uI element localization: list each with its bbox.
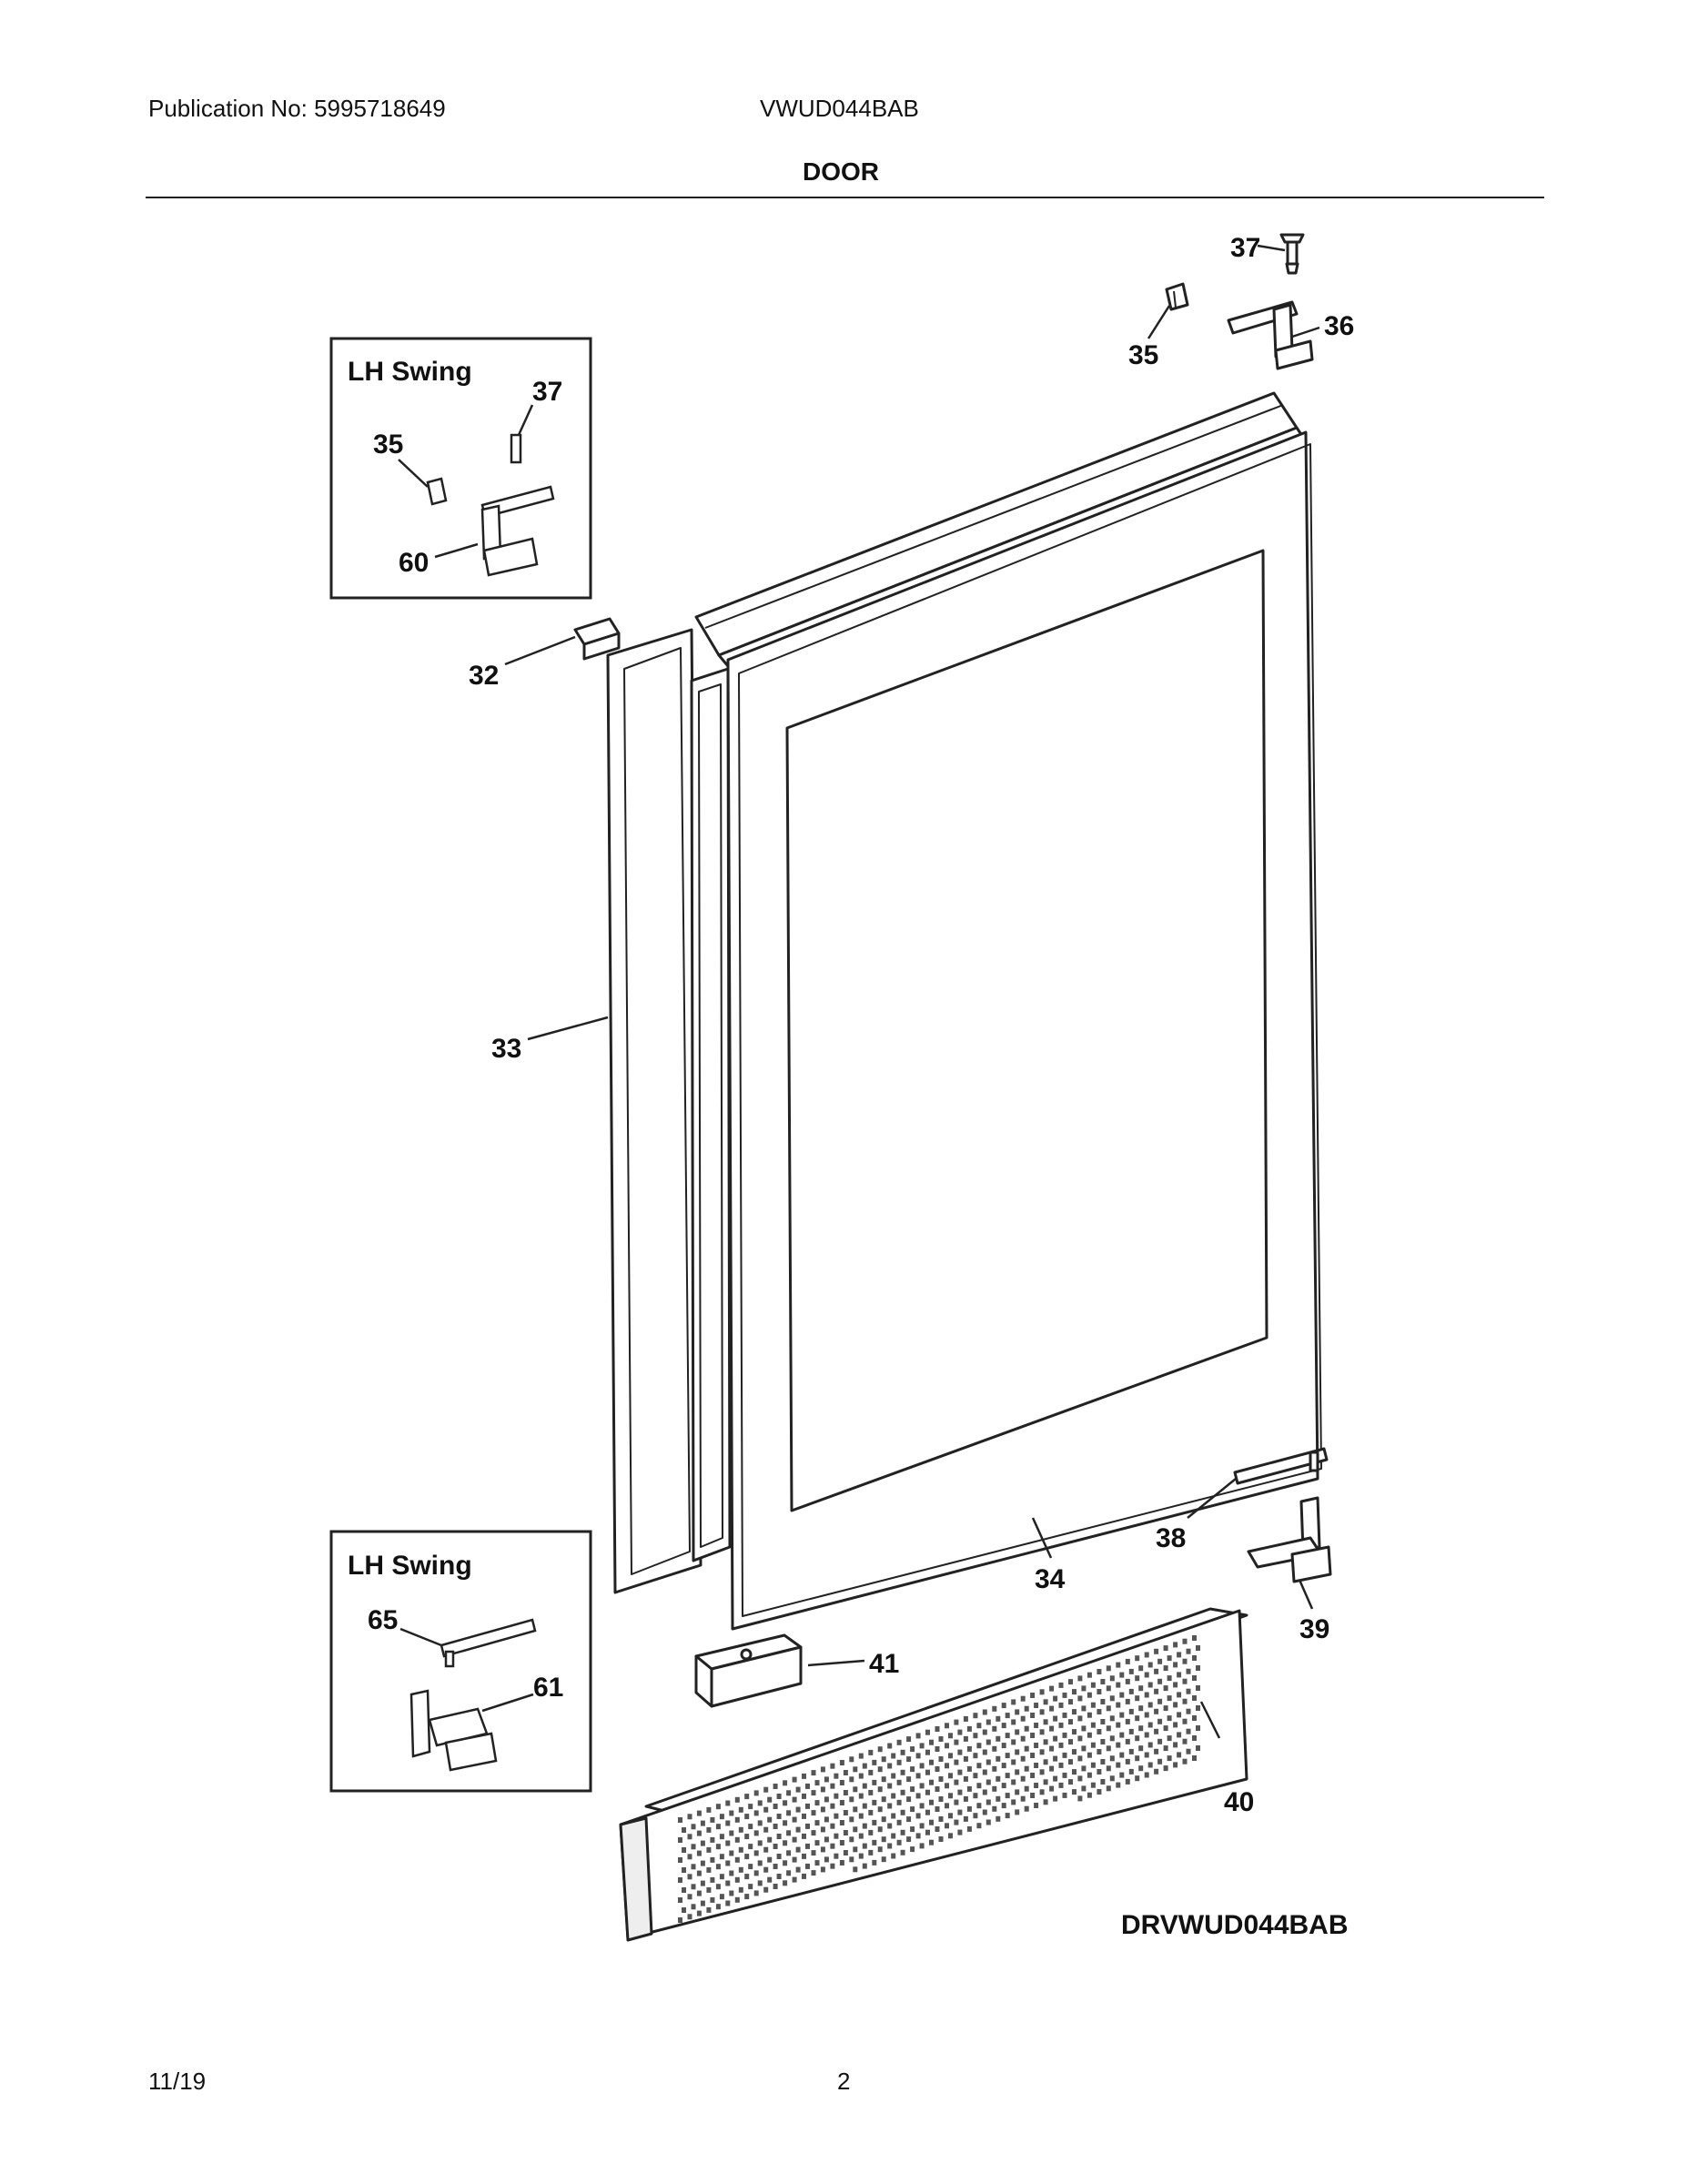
publication-number: Publication No: 5995718649	[148, 95, 446, 122]
callout-41: 41	[869, 1649, 899, 1679]
callout-35-inset: 35	[373, 430, 403, 460]
bottom-hinge-parts	[1233, 1447, 1332, 1583]
grille-pattern	[678, 1635, 1200, 1923]
callout-33: 33	[491, 1034, 521, 1064]
door-gasket-part	[606, 628, 702, 1594]
page-number: 2	[837, 2068, 851, 2095]
callout-32: 32	[469, 661, 499, 691]
header-rule	[146, 197, 1544, 198]
main-callouts: 37 35 36 32 33 34 38 39 41 40 DRVWUD044B…	[469, 233, 1354, 1940]
callout-40: 40	[1224, 1787, 1254, 1817]
door-liner-part	[690, 667, 732, 1562]
footer-date: 11/19	[148, 2068, 207, 2095]
bracket-block-part-41	[694, 1633, 803, 1708]
inset-bottom-title: LH Swing	[348, 1551, 472, 1581]
model-number: VWUD044BAB	[760, 95, 919, 122]
callout-37-inset: 37	[532, 377, 562, 407]
callout-36: 36	[1324, 311, 1354, 341]
stop-bracket-part-32	[573, 617, 621, 661]
callout-39: 39	[1299, 1614, 1329, 1644]
callout-61-inset: 61	[533, 1673, 563, 1703]
callout-37: 37	[1230, 233, 1260, 263]
callout-65-inset: 65	[368, 1605, 398, 1635]
callout-60-inset: 60	[399, 548, 429, 578]
lh-swing-inset-top: LH Swing 37 35 60	[329, 337, 592, 600]
inset-top-title: LH Swing	[348, 357, 472, 387]
kickplate-grille-part-40	[619, 1607, 1248, 1942]
lh-swing-inset-bottom: LH Swing 65 61	[329, 1530, 592, 1793]
drawing-code: DRVWUD044BAB	[1121, 1910, 1349, 1940]
door-panel-part	[726, 430, 1322, 1631]
callout-38: 38	[1156, 1523, 1186, 1553]
section-title: DOOR	[803, 157, 879, 186]
callout-34: 34	[1035, 1564, 1066, 1594]
callout-35: 35	[1128, 340, 1158, 370]
top-hinge-parts	[1165, 233, 1314, 370]
